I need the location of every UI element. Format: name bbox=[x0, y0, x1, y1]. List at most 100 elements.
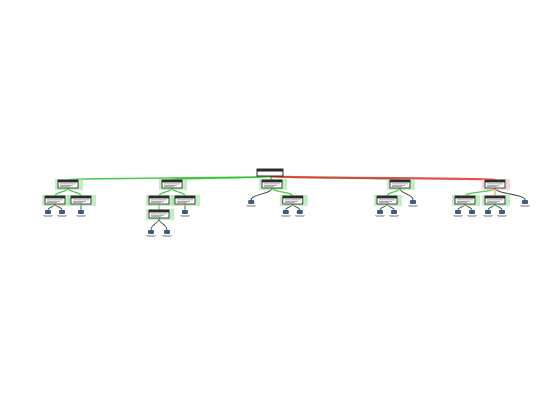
split-node-D bbox=[387, 179, 415, 190]
split-text-line bbox=[487, 201, 500, 202]
leaf-caption-line bbox=[76, 215, 86, 216]
split-header bbox=[485, 196, 505, 199]
split-text-line bbox=[73, 199, 89, 201]
split-text-line bbox=[151, 199, 167, 201]
split-text-line bbox=[60, 183, 76, 185]
split-text-line bbox=[379, 199, 395, 201]
leaf-node bbox=[453, 210, 463, 217]
leaf-node bbox=[57, 210, 67, 217]
split-text-line bbox=[177, 202, 187, 203]
leaf-caption-line bbox=[483, 215, 493, 216]
split-text-line bbox=[264, 185, 277, 186]
leaf-caption-line bbox=[520, 205, 530, 206]
leaf-caption-line bbox=[521, 206, 529, 207]
split-text-line bbox=[457, 199, 473, 201]
leaf-icon bbox=[410, 200, 416, 204]
root-node bbox=[256, 168, 284, 177]
leaf-node bbox=[520, 200, 530, 207]
split-text-line bbox=[177, 201, 190, 202]
split-text-line bbox=[164, 185, 177, 186]
leaf-caption-line bbox=[389, 215, 399, 216]
leaf-node bbox=[180, 210, 190, 217]
split-text-line bbox=[151, 202, 161, 203]
leaf-caption-line bbox=[58, 216, 66, 217]
leaf-caption-line bbox=[453, 215, 463, 216]
leaf-caption-line bbox=[147, 236, 155, 237]
split-text-line bbox=[73, 201, 86, 202]
leaf-icon bbox=[148, 230, 154, 234]
leaf-caption-line bbox=[146, 235, 156, 236]
split-node-C bbox=[259, 179, 287, 190]
leaf-caption-line bbox=[375, 215, 385, 216]
leaf-icon bbox=[282, 210, 289, 214]
leaf-node bbox=[467, 210, 477, 217]
split-text-line bbox=[177, 199, 193, 201]
split-node-B1a bbox=[146, 209, 174, 220]
leaf-icon bbox=[377, 210, 383, 214]
split-text-line bbox=[379, 202, 389, 203]
leaf-node bbox=[375, 210, 385, 217]
split-text-line bbox=[164, 183, 180, 185]
leaf-caption-line bbox=[180, 215, 190, 216]
split-header bbox=[485, 180, 505, 183]
split-header bbox=[149, 210, 169, 213]
split-header bbox=[45, 196, 65, 199]
leaf-node bbox=[280, 210, 291, 217]
leaf-icon bbox=[59, 210, 65, 214]
leaf-node bbox=[497, 210, 507, 217]
split-header bbox=[162, 180, 182, 183]
split-node-C1 bbox=[279, 195, 308, 206]
split-header bbox=[262, 180, 282, 183]
leaf-node bbox=[146, 230, 156, 237]
split-text-line bbox=[151, 216, 161, 217]
leaf-caption-line bbox=[246, 205, 257, 206]
leaf-caption-line bbox=[247, 206, 256, 207]
split-text-line bbox=[47, 202, 57, 203]
leaf-icon bbox=[248, 200, 255, 204]
split-text-line bbox=[457, 202, 467, 203]
split-node-B1 bbox=[146, 195, 174, 206]
leaf-caption-line bbox=[497, 215, 507, 216]
leaf-caption-line bbox=[295, 216, 304, 217]
split-node-E2 bbox=[482, 195, 510, 206]
leaf-caption-line bbox=[280, 215, 291, 216]
leaf-caption-line bbox=[390, 216, 398, 217]
leaf-caption-line bbox=[468, 216, 476, 217]
leaf-node bbox=[162, 230, 172, 237]
leaf-caption-line bbox=[281, 216, 290, 217]
split-header bbox=[175, 196, 195, 199]
split-header bbox=[282, 196, 303, 199]
split-text-line bbox=[487, 199, 503, 201]
split-text-line bbox=[151, 215, 164, 216]
leaf-icon bbox=[182, 210, 188, 214]
leaf-caption-line bbox=[376, 216, 384, 217]
split-text-line bbox=[487, 186, 497, 187]
split-header bbox=[377, 196, 397, 199]
leaf-caption-line bbox=[162, 235, 172, 236]
split-text-line bbox=[487, 185, 500, 186]
split-text-line bbox=[392, 183, 408, 185]
split-header bbox=[71, 196, 91, 199]
leaf-caption-line bbox=[484, 216, 492, 217]
split-header bbox=[149, 196, 169, 199]
split-text-line bbox=[284, 202, 295, 203]
leaf-node bbox=[294, 210, 305, 217]
split-header bbox=[58, 180, 78, 183]
leaf-icon bbox=[78, 210, 84, 214]
leaf-icon bbox=[164, 230, 170, 234]
split-text-line bbox=[284, 199, 301, 201]
split-header bbox=[455, 196, 475, 199]
split-node-D1 bbox=[374, 195, 402, 206]
leaf-caption-line bbox=[163, 236, 171, 237]
leaf-caption-line bbox=[181, 216, 189, 217]
leaf-node bbox=[246, 200, 257, 207]
leaf-icon bbox=[391, 210, 397, 214]
split-text-line bbox=[151, 213, 167, 215]
split-node-E1 bbox=[452, 195, 480, 206]
split-text-line bbox=[392, 185, 405, 186]
split-text-line bbox=[379, 201, 392, 202]
leaf-node bbox=[408, 200, 418, 207]
leaf-caption-line bbox=[43, 215, 53, 216]
leaf-icon bbox=[499, 210, 505, 214]
